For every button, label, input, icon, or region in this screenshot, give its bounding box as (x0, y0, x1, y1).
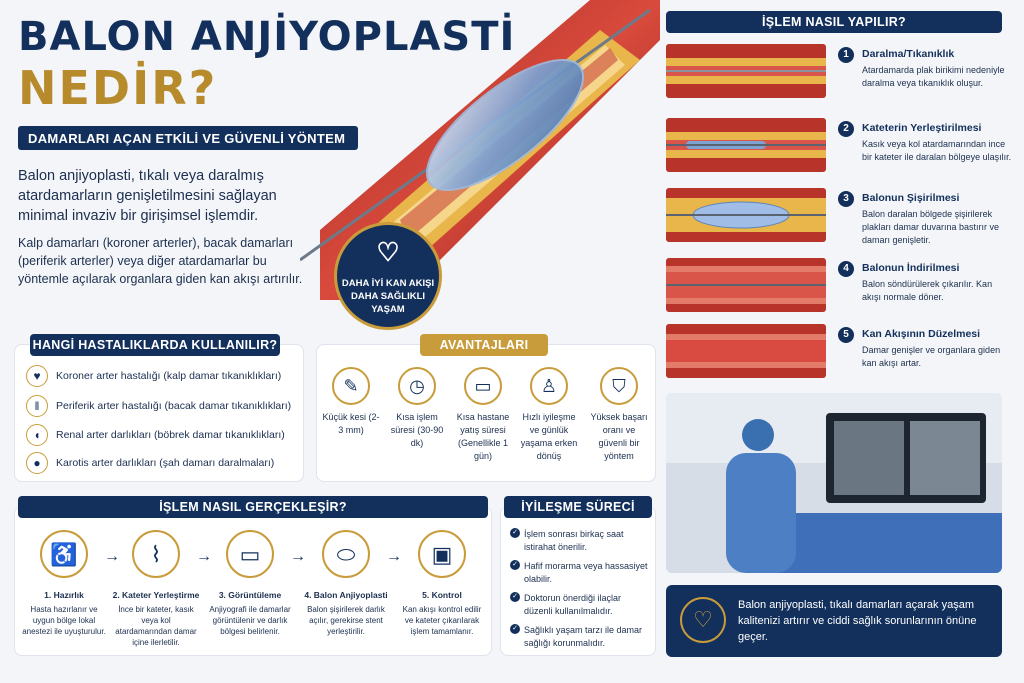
step-title: Kan Akışının Düzelmesi (862, 328, 981, 340)
leg-icon: ‖ (26, 395, 48, 417)
process-step-title: 4. Balon Anjiyoplasti (304, 590, 388, 600)
advantage-label: Yüksek başarı oranı ve güvenli bir yönte… (590, 412, 648, 461)
shield-icon: ⛉ (600, 367, 638, 405)
cath-lab-photo (666, 393, 1002, 573)
step-title: Kateterin Yerleştirilmesi (862, 122, 982, 134)
recovery-item: Sağlıklı yaşam tarzı ile damar sağlığı k… (510, 624, 650, 650)
disease-item: ◖ Renal arter darlıkları (böbrek damar tı… (26, 424, 285, 446)
badge-line-3: YAŞAM (371, 304, 405, 315)
badge-line-2: DAHA SAĞLIKLI (350, 291, 426, 302)
step-number: 4 (838, 261, 854, 277)
disease-label: Renal arter darlıkları (böbrek damar tık… (56, 429, 285, 441)
step-number: 5 (838, 327, 854, 343)
disease-label: Karotis arter darlıkları (şah damarı dar… (56, 457, 275, 469)
arrow-right-icon: → (386, 548, 402, 565)
step-image-inflation (666, 188, 826, 242)
badge-line-1: DAHA İYİ KAN AKIŞI (341, 278, 435, 289)
clock-icon: ◷ (398, 367, 436, 405)
kidney-icon: ◖ (26, 424, 48, 446)
intro-paragraph-1: Balon anjiyoplasti, tıkalı veya daralmış… (18, 168, 277, 224)
subtitle-banner: DAMARLARI AÇAN ETKİLİ VE GÜVENLİ YÖNTEM (18, 126, 358, 150)
advantages-header: AVANTAJLARI (420, 334, 548, 356)
balloon-icon: ⬭ (322, 530, 370, 578)
step-number: 2 (838, 121, 854, 137)
step-title: Balonun İndirilmesi (862, 262, 960, 274)
how-done-header: İŞLEM NASIL YAPILIR? (666, 11, 1002, 33)
vessel-icon: ⌇ (132, 530, 180, 578)
benefit-badge: ♡ DAHA İYİ KAN AKIŞI DAHA SAĞLIKLI YAŞAM (334, 222, 442, 330)
arrow-right-icon: → (196, 548, 212, 565)
advantage-item: ◷ Kısa işlem süresi (30-90 dk) (386, 367, 448, 450)
step-image-flow (666, 324, 826, 378)
process-step-title: 3. Görüntüleme (218, 590, 282, 600)
step-description: Kasık veya kol atardamarından ince bir k… (862, 139, 1012, 162)
step-image-deflation (666, 258, 826, 312)
advantage-item: ✎ Küçük kesi (2-3 mm) (320, 367, 382, 437)
step-description: Balon daralan bölgede şişirilerek plakla… (862, 209, 1000, 245)
scalpel-icon: ✎ (332, 367, 370, 405)
process-step-desc: Kan akışı kontrol edilir ve kateter çıka… (402, 605, 482, 636)
diseases-header: HANGİ HASTALIKLARDA KULLANILIR? (30, 334, 280, 356)
advantage-item: ▭ Kısa hastane yatış süresi (Genellikle 1… (452, 367, 514, 463)
bed-icon: ▭ (464, 367, 502, 405)
monitor-check-icon: ▣ (418, 530, 466, 578)
advantage-item: ⛉ Yüksek başarı oranı ve güvenli bir yönt… (588, 367, 650, 463)
advantage-label: Kısa işlem süresi (30-90 dk) (390, 412, 444, 448)
page-title: BALON ANJİYOPLASTİ (18, 14, 516, 60)
step-description: Atardamarda plak birikimi nedeniyle dara… (862, 65, 1005, 88)
disease-label: Koroner arter hastalığı (kalp damar tıka… (56, 370, 282, 382)
process-step-desc: İnce bir kateter, kasık veya kol atardam… (115, 605, 197, 647)
page-title-question: NEDİR? (18, 61, 218, 115)
heart-pulse-icon: ♡ (376, 237, 400, 267)
person-icon: ♙ (530, 367, 568, 405)
step-title: Balonun Şişirilmesi (862, 192, 960, 204)
conclusion-box: ♡ Balon anjiyoplasti, tıkalı damarları a… (666, 585, 1002, 657)
recovery-item: Doktorun önerdiği ilaçlar düzenli kullan… (510, 592, 650, 618)
advantage-label: Hızlı iyileşme ve günlük yaşama erken dö… (520, 412, 578, 461)
disease-item: ♥ Koroner arter hastalığı (kalp damar tık… (26, 365, 281, 387)
advantage-item: ♙ Hızlı iyileşme ve günlük yaşama erken d… (518, 367, 580, 463)
step-description: Damar genişler ve organlara giden kan ak… (862, 345, 1001, 368)
step-image-catheter (666, 118, 826, 172)
advantage-label: Küçük kesi (2-3 mm) (322, 412, 380, 435)
conclusion-text: Balon anjiyoplasti, tıkalı damarları aça… (738, 599, 977, 643)
patient-icon: ♿ (40, 530, 88, 578)
process-step-desc: Anjiyografi ile damarlar görüntülenir ve… (209, 605, 291, 636)
process-step-title: 2. Kateter Yerleştirme (112, 590, 200, 600)
recovery-item: İşlem sonrası birkaç saat istirahat öner… (510, 528, 650, 554)
process-step-title: 1. Hazırlık (44, 590, 84, 600)
process-header: İŞLEM NASIL GERÇEKLEŞİR? (18, 496, 488, 518)
arrow-right-icon: → (104, 548, 120, 565)
arrow-right-icon: → (290, 548, 306, 565)
step-image-narrowing (666, 44, 826, 98)
advantage-label: Kısa hastane yatış süresi (Genellikle 1 … (456, 412, 510, 461)
process-step-desc: Balon şişirilerek darlık açılır, gerekir… (307, 605, 385, 636)
process-step-desc: Hasta hazırlanır ve uygun bölge lokal an… (22, 605, 106, 636)
disease-item: ‖ Periferik arter hastalığı (bacak damar … (26, 395, 291, 417)
recovery-header: İYİLEŞME SÜRECİ (504, 496, 652, 518)
disease-label: Periferik arter hastalığı (bacak damar t… (56, 400, 292, 412)
step-number: 1 (838, 47, 854, 63)
step-description: Balon söndürülerek çıkarılır. Kan akışı … (862, 279, 993, 302)
process-step-title: 5. Kontrol (422, 590, 462, 600)
heart-icon: ♥ (26, 365, 48, 387)
head-icon: ● (26, 452, 48, 474)
recovery-item: Hafif morarma veya hassasiyet olabilir. (510, 560, 650, 586)
heart-pulse-icon: ♡ (680, 597, 726, 643)
monitor-icon: ▭ (226, 530, 274, 578)
step-title: Daralma/Tıkanıklık (862, 48, 955, 60)
step-number: 3 (838, 191, 854, 207)
disease-item: ● Karotis arter darlıkları (şah damarı da… (26, 452, 274, 474)
intro-paragraph-2: Kalp damarları (koroner arterler), bacak… (18, 236, 303, 286)
